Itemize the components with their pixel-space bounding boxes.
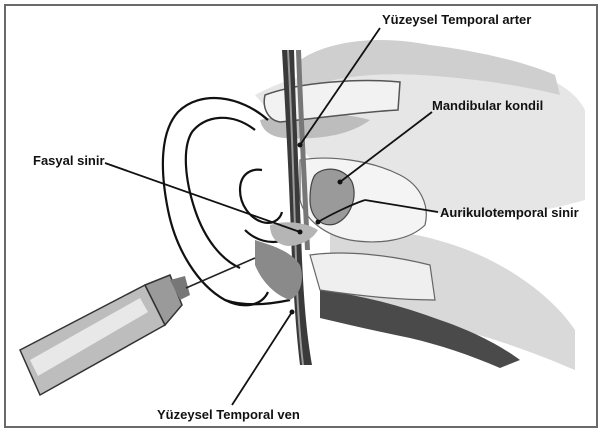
syringe [20,258,255,395]
label-facial-nerve: Fasyal sinir [33,154,105,167]
leader-facial-nerve [105,163,300,232]
label-superficial-temporal-vein: Yüzeysel Temporal ven [157,408,300,421]
label-superficial-temporal-artery: Yüzeysel Temporal arter [382,13,531,26]
label-auriculotemporal-nerve: Aurikulotemporal sinir [440,206,579,219]
label-mandibular-condyle: Mandibular kondil [432,99,543,112]
leader-vein [232,312,292,405]
tissue [255,222,318,300]
